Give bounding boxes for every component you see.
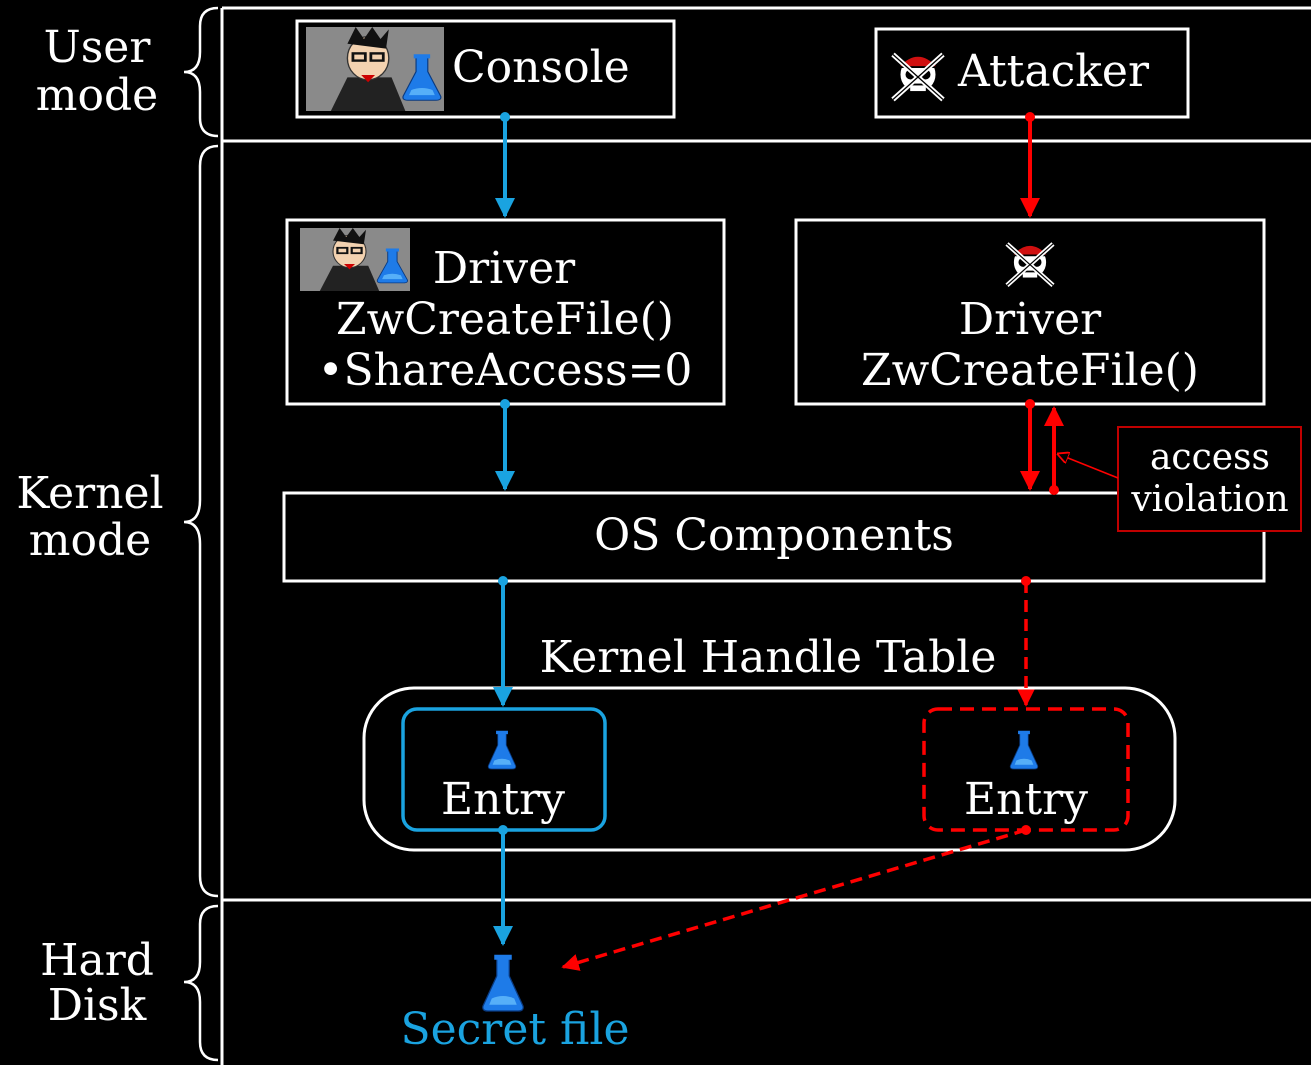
legit-driver-param: •ShareAccess=0: [318, 345, 693, 396]
attacker-flow: [561, 112, 1064, 971]
brace-kernel-mode: [183, 144, 219, 898]
layer-label-kernel-line2: mode: [29, 515, 151, 566]
os-components-label: OS Components: [594, 510, 954, 561]
console-box: Console: [295, 19, 676, 119]
console-label: Console: [452, 42, 630, 93]
access-violation-line1: access: [1150, 437, 1270, 478]
attacker-entry: Entry: [922, 707, 1130, 832]
legit-flow: [493, 112, 515, 946]
pirate-icon: [1007, 244, 1053, 285]
attacker-entry-label: Entry: [964, 774, 1088, 825]
brace-user-mode: [183, 6, 219, 138]
brace-hard-disk: [183, 904, 219, 1062]
layer-label-disk-line2: Disk: [48, 980, 147, 1031]
scientist-icon: [300, 228, 410, 291]
secret-file-icon: [482, 954, 524, 1012]
layer-label-kernel-line1: Kernel: [16, 468, 163, 519]
legit-entry: Entry: [401, 707, 607, 832]
arrow-attacker-entry-to-file: [561, 828, 1027, 971]
attacker-driver-title: Driver: [959, 294, 1102, 345]
layer-label-disk-line1: Hard: [40, 935, 154, 986]
legit-driver-call: ZwCreateFile(): [336, 294, 674, 345]
attacker-driver-call: ZwCreateFile(): [861, 345, 1199, 396]
pirate-icon: [893, 55, 943, 100]
layer-label-user-line1: User: [44, 22, 152, 73]
handle-table-label: Kernel Handle Table: [540, 632, 997, 683]
attacker-box: Attacker: [874, 27, 1190, 119]
attacker-driver-box: Driver ZwCreateFile(): [794, 218, 1266, 406]
access-violation-note: access violation: [1117, 426, 1302, 532]
scientist-icon: [306, 27, 444, 111]
os-components-box: OS Components: [282, 491, 1266, 583]
layer-label-user-line2: mode: [36, 70, 158, 121]
legit-driver-box: Driver ZwCreateFile() •ShareAccess=0: [285, 218, 726, 406]
access-violation-pointer: [1058, 454, 1119, 479]
secret-file-label: Secret file: [400, 1004, 629, 1055]
access-violation-line2: violation: [1130, 479, 1288, 520]
legit-driver-title: Driver: [433, 243, 576, 294]
legit-entry-label: Entry: [441, 774, 565, 825]
attacker-label: Attacker: [957, 46, 1150, 97]
